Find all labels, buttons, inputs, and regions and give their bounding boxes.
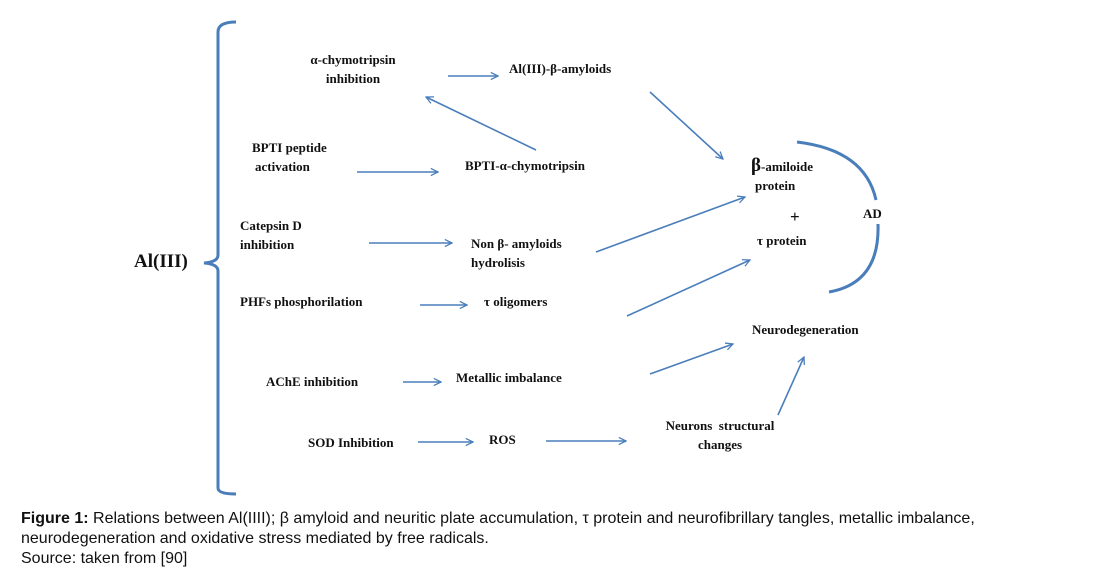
node-phf-phosphorilation: PHFs phosphorilation: [240, 294, 363, 309]
caption-source: Source: taken from [90]: [21, 550, 188, 567]
caption-label: Figure 1:: [21, 510, 89, 527]
node-non-beta-line1: Non β- amyloids: [471, 236, 562, 251]
node-neurons-line2: changes: [697, 437, 743, 452]
caption-text: Relations between Al(IIII); β amyloid an…: [21, 510, 975, 547]
plus-sign: +: [790, 207, 800, 226]
node-non-beta-amyloids: Non β- amyloids hydrolisis: [471, 234, 562, 272]
node-ros: ROS: [489, 432, 516, 447]
node-al-iii: Al(III): [134, 251, 188, 272]
node-ad: AD: [863, 206, 882, 221]
node-catepsin-inhibition: Catepsin D inhibition: [240, 216, 302, 254]
node-catepsin-line2: inhibition: [240, 237, 295, 252]
beta-amiloide-text: -amiloide: [761, 159, 814, 174]
node-metallic-imbalance: Metallic imbalance: [456, 370, 562, 385]
node-tau-oligomers: τ oligomers: [484, 294, 548, 309]
arrow-metallic-to-neurodegeneration: [649, 344, 733, 375]
node-neurodegeneration: Neurodegeneration: [752, 322, 859, 337]
node-bpti-line2: activation: [255, 159, 310, 174]
arrow-bptichymo-to-chymo: [426, 97, 537, 151]
diagram-canvas: [203, 20, 880, 496]
arrow-nonbeta-to-betaprotein: [595, 197, 745, 253]
node-non-beta-line2: hydrolisis: [471, 255, 525, 270]
arrow-tauoligomers-to-tauprotein: [626, 260, 750, 317]
ad-arc-top: [796, 140, 878, 201]
node-chymotripsin-inhibition: α-chymotripsin inhibition: [298, 50, 408, 88]
caption-main: Figure 1: Relations between Al(IIII); β …: [21, 509, 1101, 549]
node-bpti-line1: BPTI peptide: [252, 140, 327, 155]
node-chymotripsin-inhibition-line1: α-chymotripsin: [310, 52, 396, 67]
node-ache-inhibition: AChE inhibition: [266, 374, 359, 389]
node-sod-inhibition: SOD Inhibition: [308, 435, 394, 450]
node-tau-protein: τ protein: [757, 233, 807, 248]
beta-symbol: β: [751, 155, 762, 176]
node-chymotripsin-inhibition-line2: inhibition: [325, 71, 381, 86]
node-beta-amiloide-line1: β-amiloide: [751, 156, 813, 176]
arrow-neurons-to-neurodegeneration: [777, 357, 804, 416]
node-neurons-line1: Neurons structural: [665, 418, 775, 433]
arrow-alamyloids-to-betaprotein: [649, 91, 723, 159]
node-neurons-structural-changes: Neurons structural changes: [645, 416, 795, 454]
node-beta-amiloide-line2: protein: [755, 178, 796, 193]
figure-caption: Figure 1: Relations between Al(IIII); β …: [21, 509, 1101, 569]
al-bracket: [203, 20, 237, 496]
node-catepsin-line1: Catepsin D: [240, 218, 302, 233]
node-al-beta-amyloids: Al(III)-β-amyloids: [509, 61, 612, 76]
node-bpti-peptide-activation: BPTI peptide activation: [252, 138, 327, 176]
ad-arc-bottom: [828, 223, 880, 294]
node-bpti-chymotripsin: BPTI-α-chymotripsin: [465, 158, 585, 173]
node-beta-amiloide-protein: β-amiloide protein: [751, 156, 813, 195]
